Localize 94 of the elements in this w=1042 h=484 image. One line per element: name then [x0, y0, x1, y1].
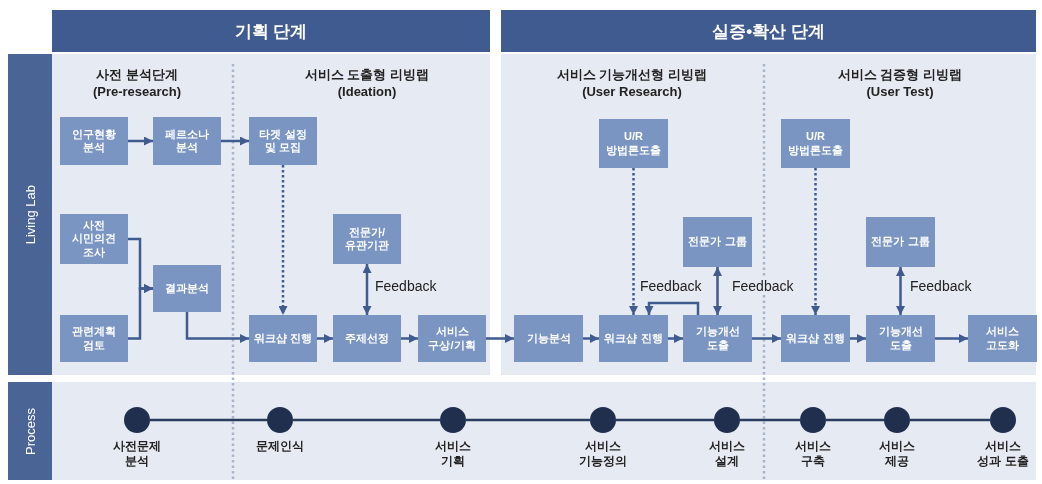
process-box	[60, 117, 128, 165]
arrow	[644, 301, 700, 315]
phase-header	[501, 10, 1036, 52]
box-label: 인구현황 분석	[71, 127, 117, 155]
side-band	[8, 54, 52, 375]
edge-label: Feedback	[730, 278, 796, 294]
arrow	[811, 168, 820, 315]
arrow	[362, 264, 372, 315]
edge-label: Feedback	[638, 278, 704, 294]
box-label: 워크샵 진행	[253, 331, 313, 346]
box-label: 전문가/유관기관	[344, 225, 390, 253]
section-subheading: (Pre-research)	[91, 84, 183, 99]
step-label: 서비스 설계	[708, 439, 746, 469]
edge-label: Feedback	[373, 278, 439, 294]
process-box	[514, 315, 583, 362]
section-heading: 서비스 도출형 리빙랩	[303, 66, 431, 84]
arrow	[850, 334, 866, 343]
process-box	[249, 315, 317, 362]
arrow	[128, 284, 153, 340]
step-label: 사전문제 분석	[112, 439, 162, 469]
process-box	[333, 315, 401, 362]
section-subheading: (User Research)	[581, 84, 683, 99]
box-label: 기능개선 도출	[877, 325, 924, 352]
timeline-line	[150, 418, 267, 422]
arrow	[583, 334, 599, 343]
process-box	[153, 117, 221, 165]
timeline-line	[740, 418, 800, 422]
step-label: 서비스 기능정의	[578, 439, 628, 469]
arrow	[629, 168, 638, 315]
box-label: 관련계획 검토	[71, 325, 117, 352]
process-box	[60, 315, 128, 362]
process-box	[866, 217, 935, 267]
timeline-line	[616, 418, 714, 422]
arrow	[668, 334, 683, 343]
box-label: U/R 방법론도출	[787, 130, 844, 157]
edge-label: Feedback	[908, 278, 974, 294]
timeline-line	[466, 418, 590, 422]
step-label: 서비스 성과 도출	[976, 439, 1030, 469]
box-label: U/R 방법론도출	[605, 130, 662, 157]
arrow	[896, 267, 905, 315]
process-box	[683, 315, 752, 362]
section-subheading: (User Test)	[865, 84, 935, 99]
step-label: 서비스 제공	[878, 439, 916, 469]
arrow	[278, 165, 288, 315]
process-box	[866, 315, 935, 362]
side-band-label: Living Lab	[22, 184, 38, 245]
section-heading: 서비스 기능개선형 리빙랩	[555, 66, 709, 84]
process-box	[249, 117, 317, 165]
box-label: 워크샵 진행	[786, 331, 845, 346]
box-label: 전문가 그룹	[871, 235, 930, 249]
box-label: 주제선정	[345, 331, 389, 346]
process-box	[781, 315, 850, 362]
section-subheading: (Ideation)	[336, 84, 398, 99]
side-band-label: Process	[22, 407, 38, 455]
process-box	[418, 315, 486, 362]
arrow	[752, 334, 781, 343]
side-band	[8, 382, 52, 480]
section-heading: 사전 분석단계	[95, 66, 179, 84]
box-label: 서비스 구상/기획	[427, 325, 477, 352]
box-label: 페르소나 분석	[164, 127, 210, 155]
arrow	[128, 136, 153, 146]
process-box	[781, 119, 850, 168]
step-label: 문제인식	[255, 439, 305, 454]
box-label: 기능분석	[526, 331, 571, 346]
process-box	[60, 214, 128, 264]
box-label: 기능개선 도출	[694, 325, 741, 352]
box-label: 타겟 설정 및 모집	[258, 127, 308, 155]
timeline-line	[910, 418, 990, 422]
box-label: 전문가 그룹	[688, 235, 747, 249]
arrow	[713, 267, 722, 315]
process-box	[153, 265, 221, 312]
phase-title: 실증•확산 단계	[712, 20, 825, 43]
section-heading: 서비스 검증형 리빙랩	[836, 66, 964, 84]
process-box	[683, 217, 752, 267]
timeline-line	[826, 418, 884, 422]
box-label: 결과분석	[165, 281, 209, 296]
arrow	[486, 334, 514, 343]
box-label: 워크샵 진행	[604, 331, 663, 346]
arrow	[185, 312, 249, 343]
arrow	[401, 334, 418, 343]
process-box	[968, 315, 1037, 362]
phase-header	[52, 10, 490, 52]
process-box	[333, 214, 401, 264]
step-label: 서비스 기획	[434, 439, 472, 469]
timeline-line	[293, 418, 440, 422]
process-box	[599, 119, 668, 168]
arrow	[935, 334, 968, 343]
phase-title: 기획 단계	[234, 20, 308, 43]
box-label: 사전 시민의견 조사	[71, 219, 117, 259]
arrow	[221, 136, 249, 146]
step-label: 서비스 구축	[794, 439, 832, 469]
box-label: 서비스 고도화	[985, 325, 1020, 352]
process-box	[599, 315, 668, 362]
arrow	[317, 334, 333, 343]
